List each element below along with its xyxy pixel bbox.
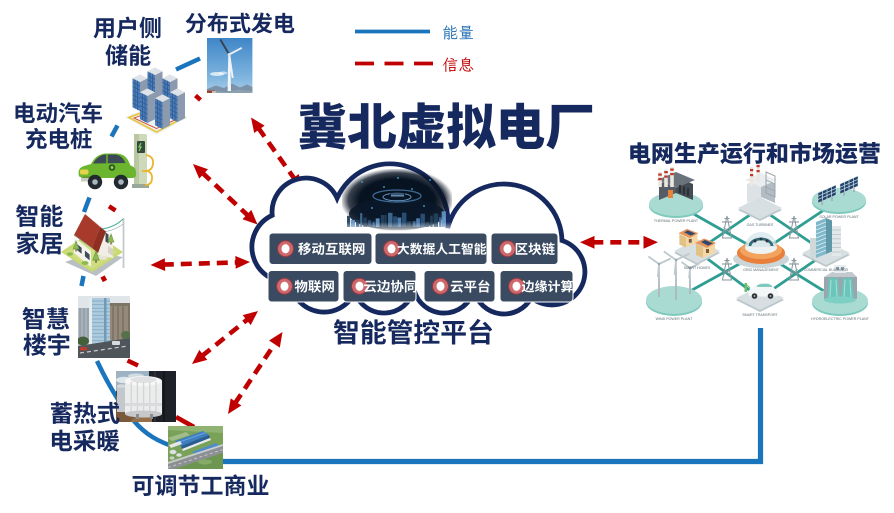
svg-text:SOLAR POWER PLANT: SOLAR POWER PLANT [819, 215, 859, 219]
svg-text:COMMERCIAL BUILDINGS: COMMERCIAL BUILDINGS [804, 268, 849, 272]
svg-text:GAS TURBINES: GAS TURBINES [747, 223, 774, 227]
svg-text:SMART TRANSPORT: SMART TRANSPORT [742, 313, 778, 317]
svg-text:SMART HOMES: SMART HOMES [684, 266, 711, 270]
svg-text:HYDROELECTRIC POWER PLANT: HYDROELECTRIC POWER PLANT [811, 317, 870, 321]
svg-text:THERMAL POWER PLANT: THERMAL POWER PLANT [654, 219, 699, 223]
svg-text:WIND POWER PLANT: WIND POWER PLANT [656, 317, 694, 321]
svg-text:GRID MANAGEMENT: GRID MANAGEMENT [743, 268, 780, 272]
